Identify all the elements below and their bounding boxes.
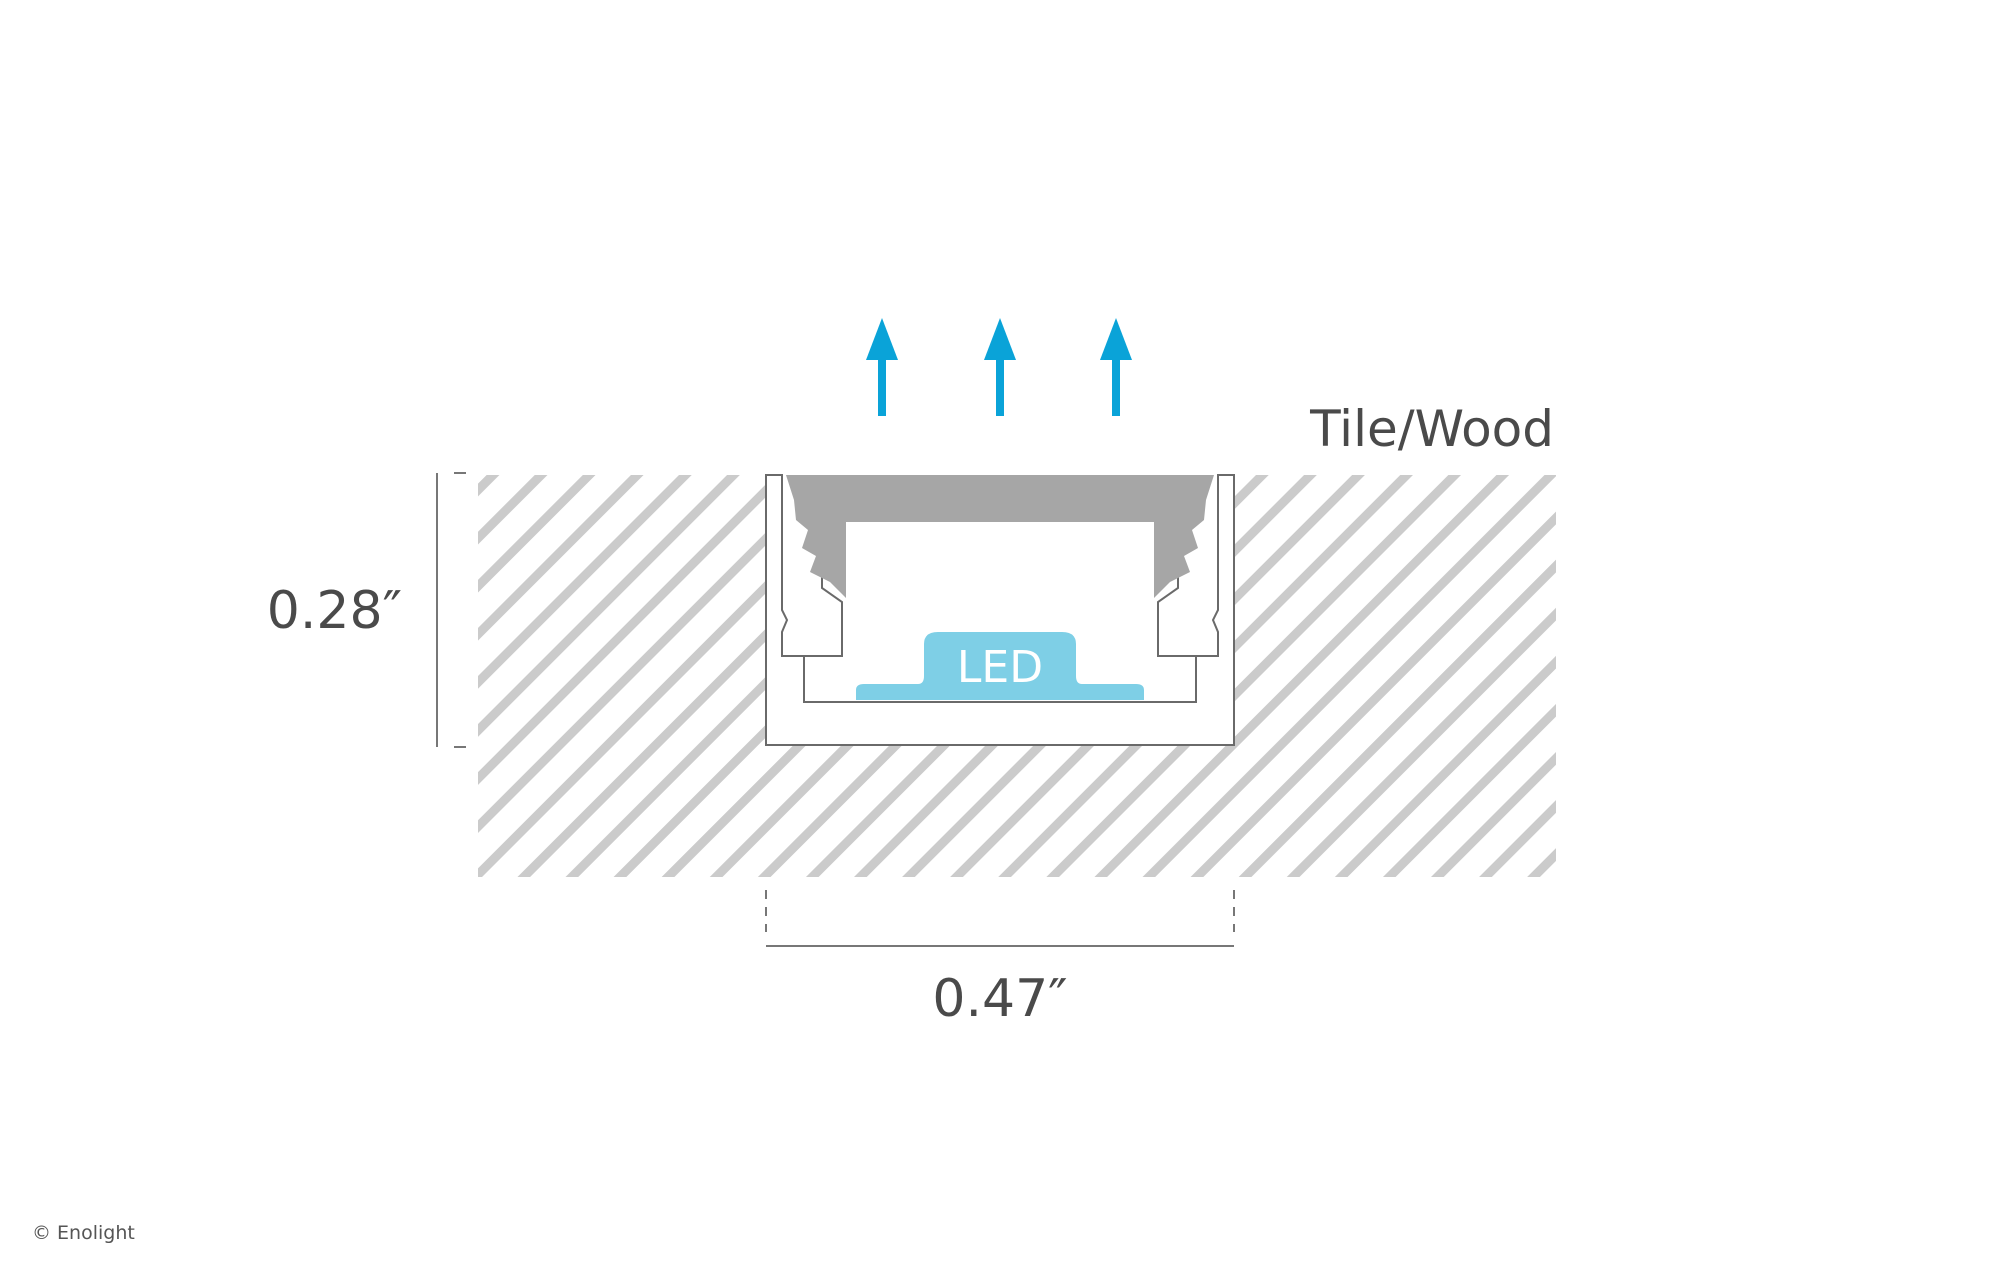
substrate-hatched-block xyxy=(478,475,1556,877)
light-arrow-left xyxy=(866,318,898,416)
width-dimension-line xyxy=(765,890,1235,947)
copyright-symbol: © xyxy=(32,1222,51,1244)
material-label: Tile/Wood xyxy=(1309,400,1554,458)
light-arrow-right xyxy=(1100,318,1132,416)
height-dimension-line xyxy=(436,472,466,748)
diffuser-cover xyxy=(786,475,1214,598)
width-dimension-label: 0.47″ xyxy=(932,969,1067,1029)
copyright-notice: © Enolight xyxy=(32,1222,135,1244)
led-strip xyxy=(856,632,1144,700)
led-label: LED xyxy=(957,642,1043,693)
brand-name: Enolight xyxy=(57,1222,135,1244)
light-arrow-center xyxy=(984,318,1016,416)
height-dimension-label: 0.28″ xyxy=(267,581,402,641)
